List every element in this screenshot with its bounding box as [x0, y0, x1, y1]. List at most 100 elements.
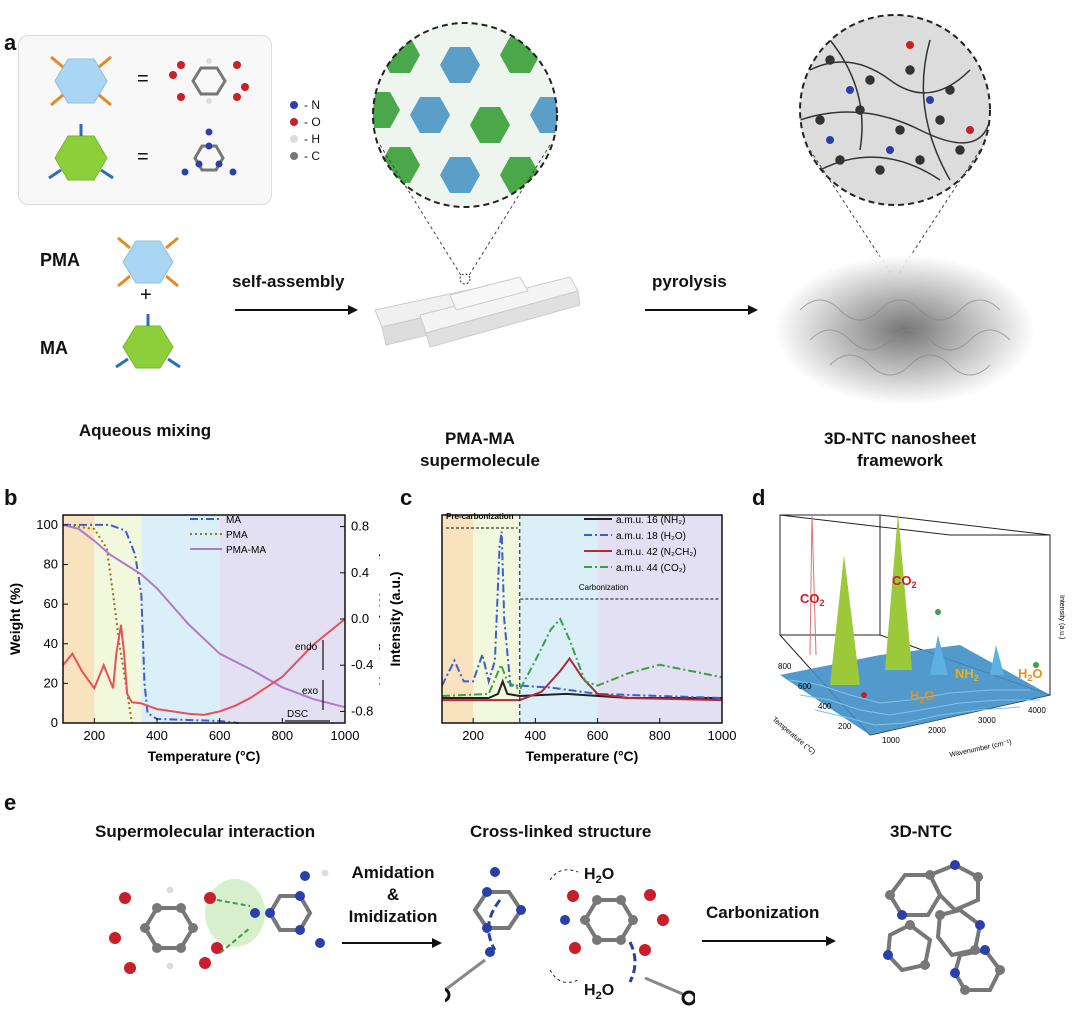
carbonization-label: Carbonization: [706, 903, 820, 922]
co2-peak-2: [885, 513, 912, 670]
scissors-icon-2: [644, 976, 695, 1006]
amidation-arrow: [342, 938, 442, 948]
y-axis-label: Temperature (°C): [771, 715, 817, 756]
series-line-2: [62, 523, 346, 709]
ma-hexagon-small-icon: [115, 314, 181, 369]
h2o-top-label: H2O: [584, 866, 615, 887]
x-tick-label-2: 600: [587, 728, 609, 743]
legend-structures: [48, 55, 249, 181]
nh2-label: NH2: [955, 666, 979, 683]
equals-sign-1: =: [137, 68, 149, 90]
ma-label: MA: [40, 338, 68, 358]
series-line-3: [441, 617, 723, 697]
y-tick-label-0: 0: [51, 715, 58, 730]
cross-linked-structure-title: Cross-linked structure: [470, 822, 652, 841]
annotation-dsc: DSC: [287, 709, 308, 720]
annotation-pre-carbonization: Pre-carbonization: [446, 512, 514, 521]
legend-label-2: a.m.u. 42 (N₂CH₂): [616, 547, 697, 558]
y2-tick-label-0: -0.8: [351, 703, 373, 718]
series-line-3: [62, 618, 346, 716]
aqueous-mixing-caption: Aqueous mixing: [78, 421, 212, 440]
pma-hexagon-icon: [50, 55, 112, 107]
annotation-exo: exo: [302, 686, 319, 697]
y-tick-label-4: 80: [44, 557, 58, 572]
framework-zoom-illustration: [775, 14, 1035, 405]
background-band-0: [442, 515, 474, 723]
crystal-rods-icon: [374, 276, 580, 348]
x-tick-label-1: 400: [524, 728, 546, 743]
y2-tick-label-1: -0.4: [351, 657, 373, 672]
svg-text:600: 600: [798, 682, 812, 691]
background-band-0: [63, 515, 95, 723]
carbonization-arrow: [702, 936, 836, 946]
supermolecule-caption: PMA-MA supermolecule: [420, 429, 540, 470]
annotation-endo: endo: [295, 642, 318, 653]
panel-c-label: c: [400, 485, 413, 510]
pyrolysis-arrow: [645, 305, 758, 315]
supermolecular-interaction-title: Supermolecular interaction: [95, 822, 316, 841]
co2-peak-1: [830, 555, 860, 685]
pma-molecule-icon: [169, 58, 249, 104]
plus-sign: +: [140, 284, 152, 306]
x-tick-label-0: 200: [83, 728, 105, 743]
svg-text:3000: 3000: [978, 716, 996, 725]
y-tick-label-5: 100: [36, 517, 58, 532]
pma-ma-hexagons: [115, 236, 181, 369]
panel-d-label: d: [752, 485, 766, 510]
y2-axis-title: Heat flow (uW mg⁻¹): [376, 552, 380, 686]
svg-text:1000: 1000: [882, 736, 900, 745]
series-line-1: [62, 523, 133, 724]
self-assembly-label: self-assembly: [232, 272, 345, 291]
panel-b-label: b: [4, 485, 18, 510]
x-axis-title: Temperature (°C): [148, 748, 261, 764]
x-axis-label: Wavenumber (cm⁻¹): [949, 739, 1012, 759]
pyrolysis-label: pyrolysis: [652, 272, 727, 291]
svg-text:200: 200: [838, 722, 852, 731]
equals-sign-2: =: [137, 146, 149, 168]
structure-legend-box: = =: [18, 35, 272, 205]
y2-tick-label-2: 0.0: [351, 611, 369, 626]
svg-text:800: 800: [778, 662, 792, 671]
x-tick-label-4: 1000: [708, 728, 737, 743]
3d-ntc-molecule: [883, 860, 1005, 995]
legend-label-0: a.m.u. 16 (NH₂): [616, 515, 685, 526]
svg-text:4000: 4000: [1028, 706, 1046, 715]
ma-hexagon-icon: [48, 124, 114, 181]
3d-ntc-title: 3D-NTC: [890, 822, 953, 841]
h2o-bottom-label: H2O: [584, 982, 615, 1003]
ftir-3d-surface-plot: CO2 CO2 NH2 H2O H2O Intensity (a.u.) Wav…: [771, 513, 1065, 759]
h2o-label-2: H2O: [910, 688, 935, 705]
x-tick-label-3: 800: [649, 728, 671, 743]
x-axis-title: Temperature (°C): [526, 748, 639, 764]
cross-linked-molecule: [445, 867, 695, 1006]
legend-label-1: PMA: [226, 530, 248, 541]
atom-legend-o: - O: [290, 114, 321, 131]
x-tick-label-2: 600: [209, 728, 231, 743]
pma-hexagon-small-icon: [117, 236, 179, 288]
supermolecular-pair-molecule: [109, 869, 329, 974]
x-tick-label-1: 400: [146, 728, 168, 743]
y-axis-title: Intensity (a.u.): [387, 572, 403, 667]
panel-a-label: a: [4, 30, 17, 55]
nanosheet-framework-icon: [775, 255, 1035, 405]
background-band-2: [141, 515, 220, 723]
x-tick-label-3: 800: [271, 728, 293, 743]
series-line-2: [442, 656, 723, 702]
co2-label-1: CO2: [800, 591, 825, 608]
svg-text:400: 400: [818, 702, 832, 711]
h2o-label-1: H2O: [1018, 666, 1043, 683]
background-band-3: [597, 515, 722, 723]
y-tick-label-1: 20: [44, 675, 58, 690]
y2-tick-label-4: 0.8: [351, 519, 369, 534]
atom-legend-c: - C: [290, 148, 321, 165]
x-tick-label-4: 1000: [331, 728, 360, 743]
pma-label: PMA: [40, 250, 80, 270]
legend-label-1: a.m.u. 18 (H₂O): [616, 531, 686, 542]
plot-frame: [441, 514, 723, 724]
y-tick-label-3: 60: [44, 596, 58, 611]
y2-tick-label-3: 0.4: [351, 565, 369, 580]
legend-label-3: a.m.u. 44 (CO₂): [616, 563, 686, 574]
supermolecule-zoom-illustration: [372, 22, 580, 348]
